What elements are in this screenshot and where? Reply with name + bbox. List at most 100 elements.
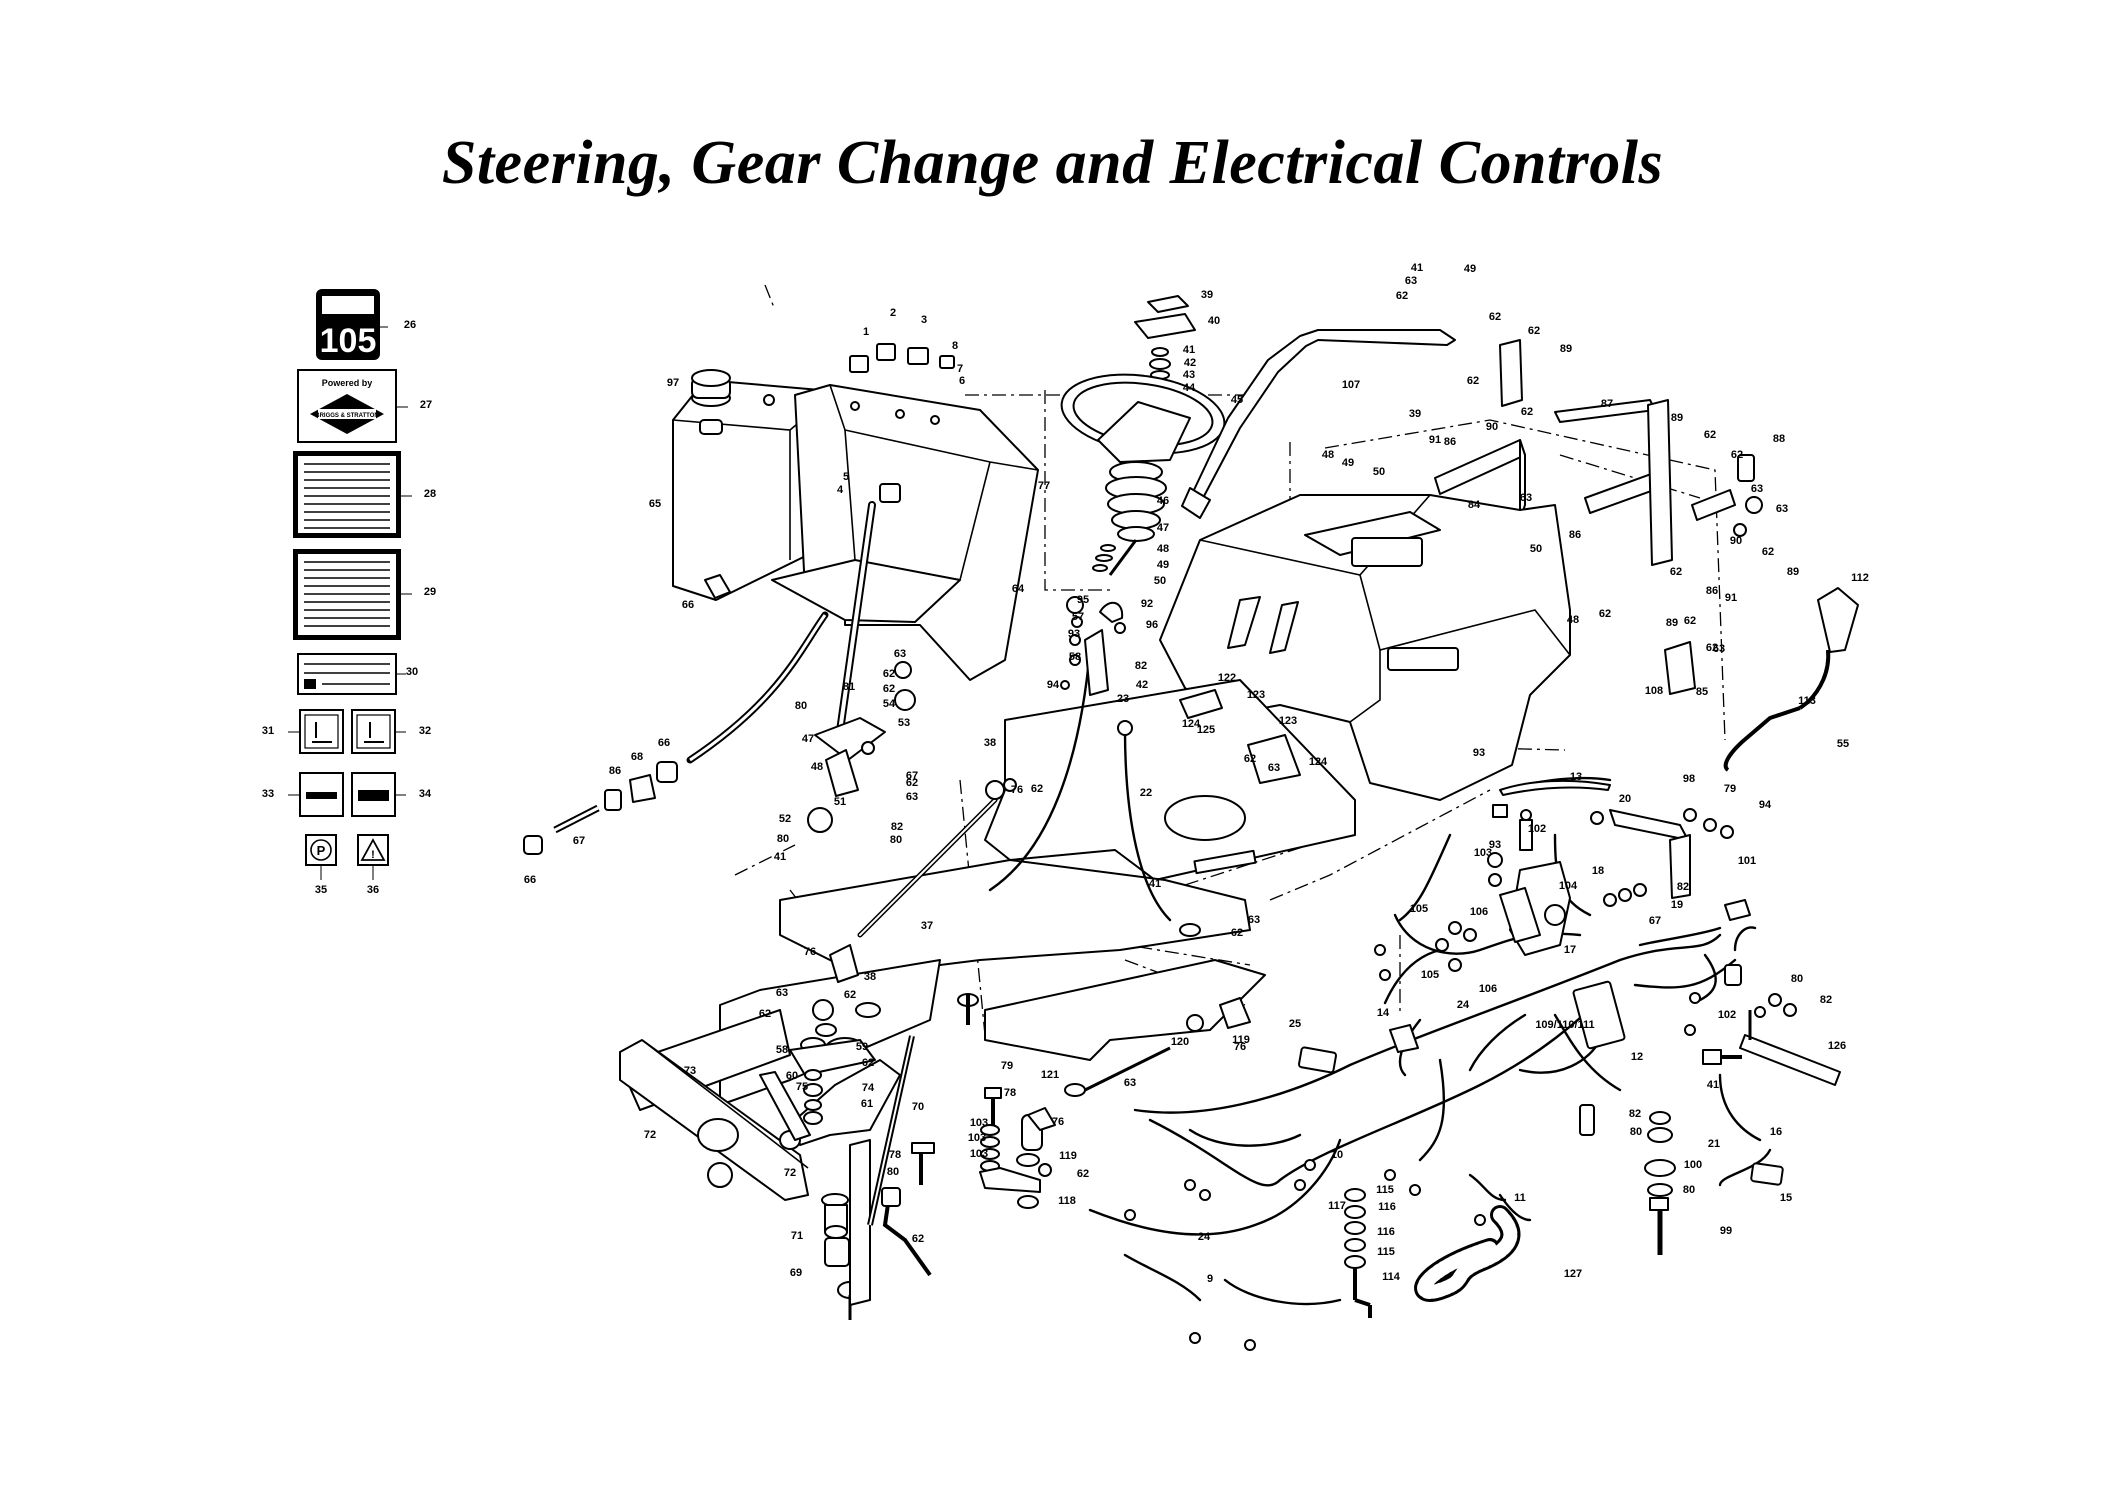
callout-label: 38 [984,737,996,749]
callout-label: 62 [1731,449,1743,461]
callout-label: 71 [791,1230,803,1242]
callout-label: 63 [776,987,788,999]
callout-label: 81 [843,681,855,693]
callout-label: 62 [1762,546,1774,558]
callout-label: 62 [1031,783,1043,795]
callout-label: 40 [1208,315,1220,327]
callout-label: 22 [1140,787,1152,799]
callout-label: 43 [1183,369,1195,381]
callout-label: 47 [802,733,814,745]
callout-label: 13 [1570,771,1582,783]
callout-label: 84 [1468,499,1481,511]
callout-label: 107 [1342,379,1360,391]
callout-label: 52 [779,813,791,825]
decal-parking-brake: P [305,834,337,866]
decal-cutter-height [299,772,396,817]
callout-label: 42 [1136,679,1148,691]
callout-label: 92 [1141,598,1153,610]
callout-label: 105 [1421,969,1439,981]
callout-label: 114 [1382,1271,1401,1283]
callout-label: 11 [1514,1192,1526,1204]
callout-label: 62 [883,683,895,695]
callout-label: 103 [968,1132,986,1144]
callout-label: 37 [921,920,933,932]
callout-label: 4 [837,484,844,496]
callout-label: 63 [1268,762,1280,774]
callout-label: 119 [1232,1034,1250,1046]
callout-label: 63 [1520,492,1532,504]
callout-label: 30 [406,666,418,678]
callout-label: 124 [1309,756,1328,768]
callout-label: 59 [856,1041,868,1053]
callout-label: 68 [631,751,643,763]
callout-label: 62 [1528,325,1540,337]
powered-by-text: Powered by [322,378,373,388]
callout-label: 80 [1683,1184,1695,1196]
callout-label: 80 [1630,1126,1642,1138]
callout-label: 76 [1052,1116,1064,1128]
callout-label: 63 [1776,503,1788,515]
callout-label: 78 [889,1149,901,1161]
callout-label: 62 [912,1233,924,1245]
callout-label: 120 [1171,1036,1189,1048]
gear-bracket-assembly [1434,339,1763,695]
callout-label: 102 [1528,823,1546,835]
callout-label: 8 [952,340,958,352]
callout-label: 66 [524,874,536,886]
callout-label: 9 [1207,1273,1213,1285]
callout-label: 97 [667,377,679,389]
decal-serial-plate [297,653,397,695]
callout-label: 10 [1331,1149,1343,1161]
callout-label: 89 [1666,617,1678,629]
callout-label: 99 [1720,1225,1732,1237]
lift-lever [867,1035,915,1226]
right-pivot-stack [1644,1111,1676,1255]
callout-label: 90 [1730,535,1742,547]
callout-label: 101 [1738,855,1756,867]
pivot-bolt-stack [1344,1188,1372,1318]
callout-label: 32 [419,725,431,737]
callout-label: 124 [1182,718,1201,730]
warning-symbol: ! [371,849,375,861]
callout-label: 58 [776,1044,788,1056]
callout-label: 76 [804,946,816,958]
callout-label: 112 [1851,572,1869,584]
callout-label: 80 [777,833,789,845]
callout-label: 48 [1322,449,1334,461]
callout-label: 72 [784,1167,796,1179]
callout-label: 24 [1198,1231,1211,1243]
callout-label: 26 [404,319,416,331]
gear-lever [1181,329,1456,519]
callout-label: 79 [1001,1060,1013,1072]
callout-label: 67 [1649,915,1661,927]
callout-label: 72 [644,1129,656,1141]
callout-label: 86 [1569,529,1581,541]
callout-label: 115 [1377,1246,1395,1258]
callout-label: 91 [1725,592,1737,604]
callout-label: 74 [862,1082,875,1094]
callout-label: 63 [894,648,906,660]
steering-drag-link [789,778,1017,1125]
front-axle [619,1039,932,1320]
callout-label: 66 [682,599,694,611]
callout-label: 62 [1077,1168,1089,1180]
callout-label: 29 [424,586,436,598]
callout-label: 67 [573,835,585,847]
callout-label: 119 [1059,1150,1077,1162]
callout-label: 67 [906,770,918,782]
callout-label: 103 [970,1148,988,1160]
callout-label: 2 [890,307,896,319]
callout-label: 48 [1157,543,1169,555]
callout-label: 47 [1157,522,1169,534]
callout-label: 105 [1410,903,1428,915]
callout-label: 95 [1077,594,1089,606]
callout-label: 24 [1457,999,1470,1011]
callout-label: 76 [1234,1041,1246,1053]
callout-label: 62 [759,1008,771,1020]
callout-label: 61 [861,1098,873,1110]
callout-label: 19 [1671,899,1683,911]
callout-label: 14 [1377,1007,1390,1019]
control-cables [988,596,1201,937]
